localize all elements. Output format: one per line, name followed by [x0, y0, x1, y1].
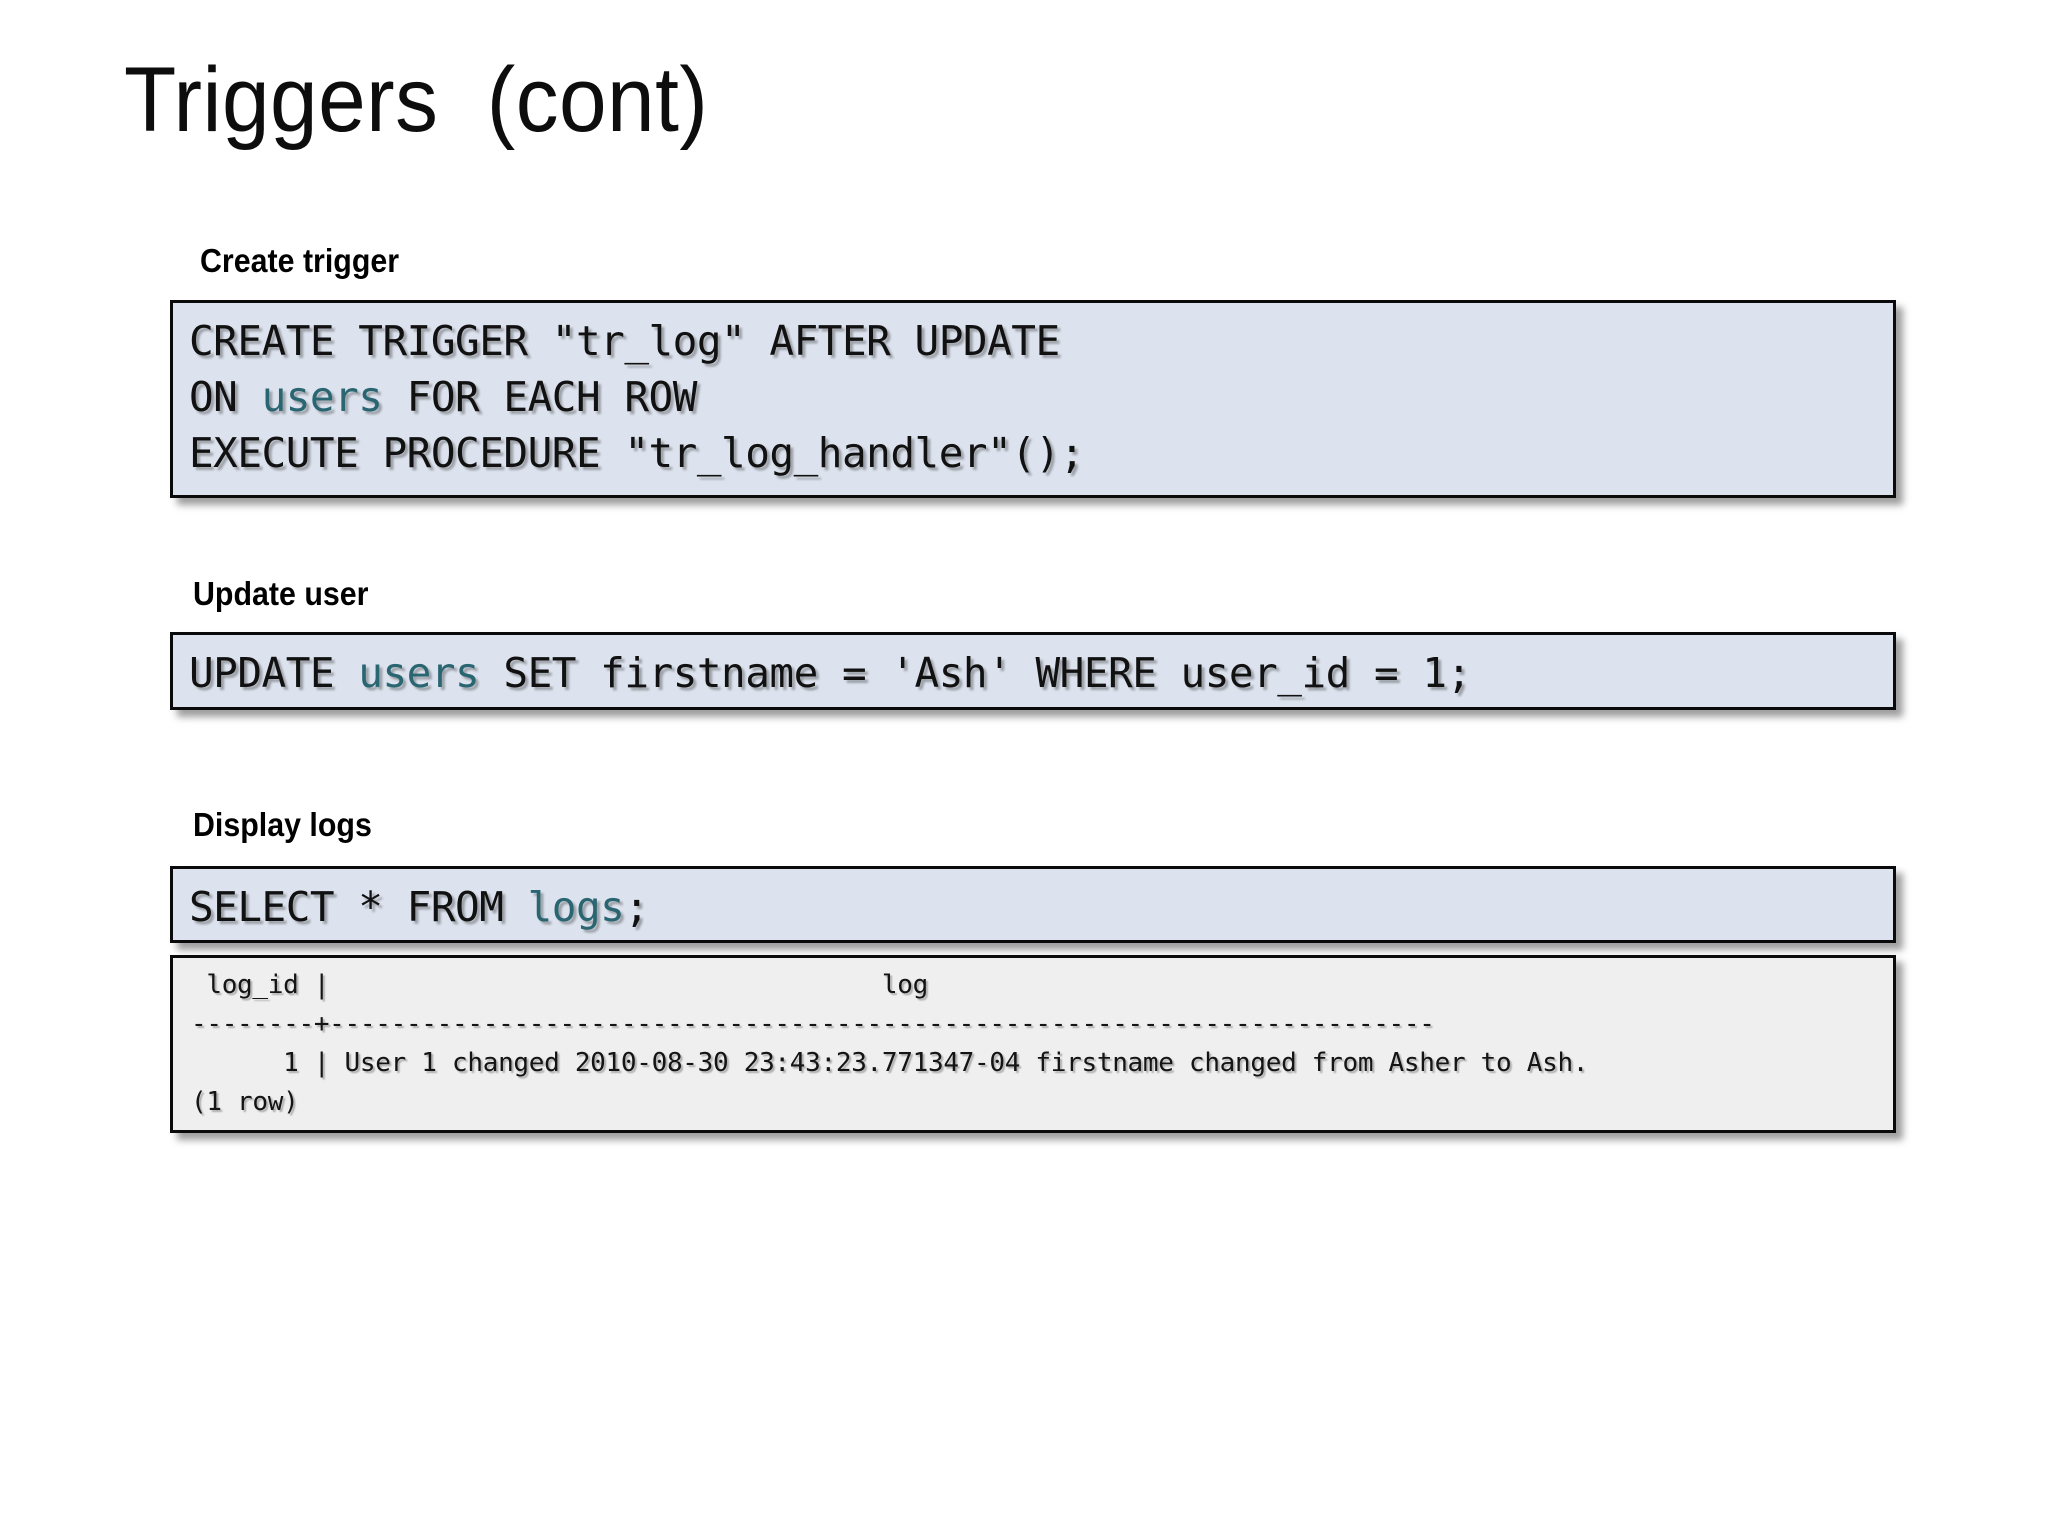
output-separator-rule: --------+-------------------------------…	[191, 1009, 1435, 1039]
code-line: CREATE TRIGGER "tr_log" AFTER UPDATE	[189, 313, 1877, 369]
section-label-create-trigger: Create trigger	[200, 242, 400, 279]
code-block-update-user: UPDATE users SET firstname = 'Ash' WHERE…	[170, 632, 1896, 710]
code-line: EXECUTE PROCEDURE "tr_log_handler"();	[189, 425, 1877, 481]
code-line: SELECT * FROM logs;	[189, 879, 1877, 935]
section-label-update-user: Update user	[193, 575, 369, 612]
code-table-keyword: users	[358, 649, 480, 697]
code-text: CREATE TRIGGER "tr_log" AFTER UPDATE	[189, 317, 1060, 365]
code-text-tail: SET firstname = 'Ash' WHERE user_id = 1;	[479, 649, 1471, 697]
page-title: Triggers (cont)	[124, 49, 709, 151]
code-text-tail: ;	[624, 883, 649, 931]
table-row: 1 | User 1 changed 2010-08-30 23:43:23.7…	[191, 1048, 1589, 1078]
section-label-display-logs: Display logs	[193, 806, 372, 843]
output-row-count: (1 row)	[191, 1087, 299, 1117]
code-text: EXECUTE PROCEDURE "tr_log_handler"();	[189, 429, 1084, 477]
code-block-select-logs: SELECT * FROM logs;	[170, 866, 1896, 943]
code-line: UPDATE users SET firstname = 'Ash' WHERE…	[189, 645, 1877, 701]
code-block-create-trigger: CREATE TRIGGER "tr_log" AFTER UPDATE ON …	[170, 300, 1896, 498]
code-text: UPDATE	[189, 649, 359, 697]
code-table-keyword: users	[261, 373, 383, 421]
code-text: SELECT * FROM	[189, 883, 528, 931]
output-header-row: log_id | log	[191, 970, 928, 1000]
code-table-keyword: logs	[527, 883, 625, 931]
code-text: ON	[189, 373, 262, 421]
code-text-tail: FOR EACH ROW	[382, 373, 698, 421]
query-output-block: log_id | log --------+------------------…	[170, 955, 1896, 1133]
code-line: ON users FOR EACH ROW	[189, 369, 1877, 425]
